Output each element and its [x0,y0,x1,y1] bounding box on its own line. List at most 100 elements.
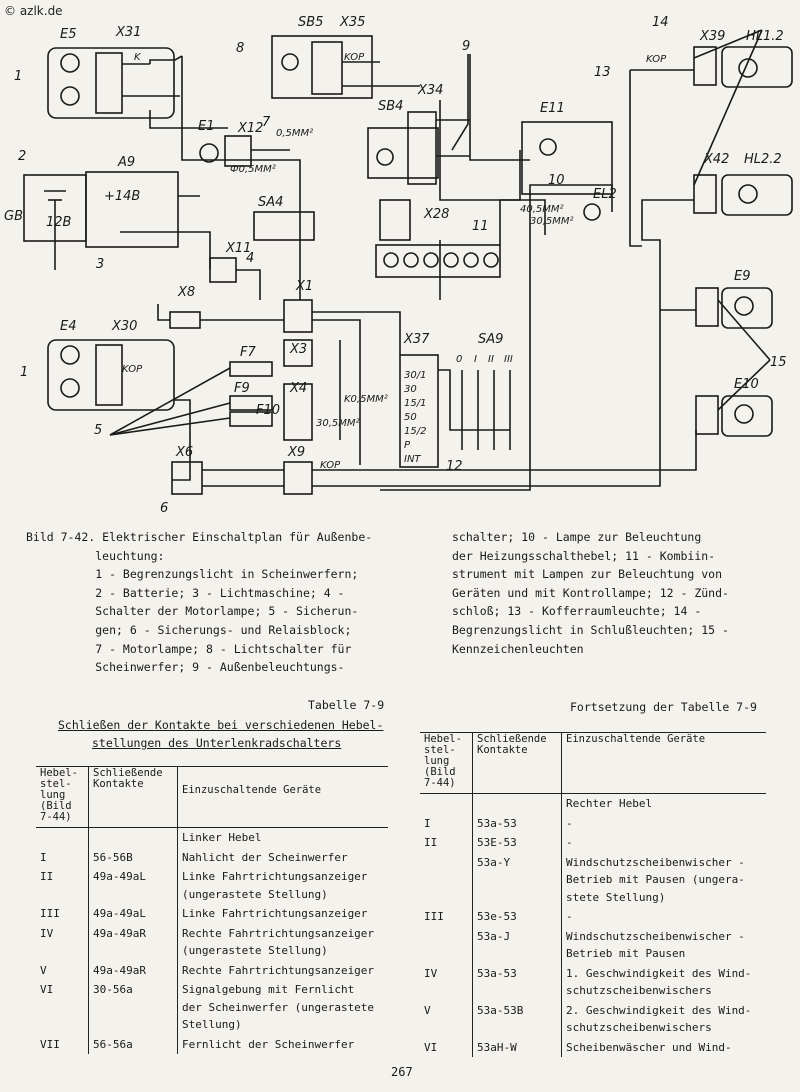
wire-305: 30,5MM² [530,216,574,227]
label-f9: F9 [234,381,250,396]
table-cell: IV [40,926,54,940]
label-x4: X4 [289,381,307,396]
label-sa9: SA9 [478,332,503,347]
table1-title-line2: stellungen des Unterlenkradschalters [92,736,342,750]
table-cell: Windschutzscheibenwischer - Betrieb mit … [561,926,766,964]
t1-header-contacts: Schließende Kontakte [88,766,178,828]
table-row: Rechter Hebel [420,793,766,814]
t2-header-contacts: Schließende Kontakte [472,732,562,794]
callout-8: 8 [236,41,244,56]
wire-f05: Ф0,5MM² [230,164,276,175]
x37-pin-p: P [404,440,411,451]
sa9-pos-2: II [488,354,494,365]
table-row: I 53a-53- [420,813,766,833]
table-cell: III [40,907,60,920]
table-cell [36,828,89,848]
t2-header-position: Hebel- stel- lung (Bild 7-44) [420,732,473,794]
table-cell: 2. Geschwindigkeit des Wind- schutzschei… [561,1000,766,1038]
page-number: 267 [391,1065,413,1079]
label-x3: X3 [289,342,307,357]
label-f7: F7 [240,345,256,360]
table-cell: 53E-53 [472,833,562,853]
callout-4: 4 [246,251,254,266]
table-cell [420,794,473,814]
table-cell: Linke Fahrtrichtungsanzeiger [177,904,388,924]
callout-7: 7 [262,115,271,130]
table-lever-left: Hebel- stel- lung (Bild 7-44) Schließend… [36,766,388,1054]
table-cell: Scheibenwäscher und Wind- [561,1037,766,1057]
callout-10: 10 [548,173,565,188]
table-cell: - [561,833,766,853]
x37-pin-30: 30 [404,384,417,395]
table-cell: IV [424,966,438,980]
label-e5: E5 [60,27,77,42]
wire-k05: K0,5MM² [344,394,388,405]
label-sb5: SB5 [298,15,323,30]
x37-pin-15-2: 15/2 [404,426,426,437]
table-cell: Linker Hebel [177,827,388,848]
label-e9: E9 [734,269,751,284]
label-x42: X42 [703,152,729,167]
callout-1a: 1 [14,69,22,84]
label-x11: X11 [225,241,251,256]
callout-15: 15 [770,355,787,370]
table-cell: Signalgebung mit Fernlicht der Scheinwer… [177,980,388,1035]
table-cell: 49a-49aR [88,960,178,980]
table-cell: 53a-53 [472,813,562,833]
wiring-diagram: E5 X31 SB5 X35 X39 HL1.2 E1 X12 A9 SB4 X… [4,15,793,516]
table-cell: 53a-53B [472,1000,562,1038]
table-cell: II [40,870,54,883]
x37-pin-15-1: 15/1 [404,398,426,409]
callout-9: 9 [462,39,470,54]
callout-12: 12 [446,459,463,474]
table1-title-line1: Schließen der Kontakte bei verschiedenen… [58,718,384,732]
figure-caption-right: schalter; 10 - Lampe zur Beleuchtung der… [452,530,729,656]
table-cell: I [424,816,431,830]
x37-pin-50: 50 [404,412,417,423]
label-e4: E4 [60,319,77,334]
table-cell: 1. Geschwindigkeit des Wind- schutzschei… [561,963,766,1001]
label-x6: X6 [175,445,193,460]
table-cell: - [561,813,766,833]
table-lever-right: Hebel- stel- lung (Bild 7-44) Schließend… [420,732,766,1057]
wire-305b: 30,5MM² [316,418,360,429]
table-cell: Rechte Fahrtrichtungsanzeiger [177,960,388,980]
label-x1: X1 [295,279,313,294]
label-14b: +14B [104,189,140,204]
sa9-pos-3: III [504,354,513,365]
table-cell: 49a-49aR [88,923,178,961]
table-cell: VI [40,983,54,996]
table-cell: - [561,907,766,927]
callout-13: 13 [594,65,611,80]
table-cell: 56-56B [88,847,178,867]
callout-1b: 1 [20,365,28,380]
x37-pin-30-1: 30/1 [404,370,426,381]
callout-6: 6 [160,501,168,516]
table-cell [88,827,178,848]
table-cell: 30-56a [88,980,178,1035]
label-x37: X37 [403,332,430,347]
t1-header-position: Hebel- stel- lung (Bild 7-44) [36,766,89,828]
table1-number: Tabelle 7-9 [308,698,385,712]
callout-3: 3 [96,257,104,272]
table-cell [420,927,473,964]
callout-14: 14 [652,15,669,30]
wire-kop-x9: KOP [320,460,341,471]
site-watermark: © azlk.de [4,4,63,18]
table-cell: Rechter Hebel [561,793,766,814]
table2-title: Fortsetzung der Tabelle 7-9 [570,700,757,714]
label-x28: X28 [423,207,449,222]
label-x31: X31 [115,25,141,40]
figure-caption-left: Bild 7-42. Elektrischer Einschaltplan fü… [26,530,373,675]
label-hl22: HL2.2 [744,152,782,167]
table-cell: 49a-49aL [88,904,178,924]
table-row: Linker Hebel [36,827,388,848]
table-cell: Windschutzscheibenwischer - Betrieb mit … [561,852,766,907]
